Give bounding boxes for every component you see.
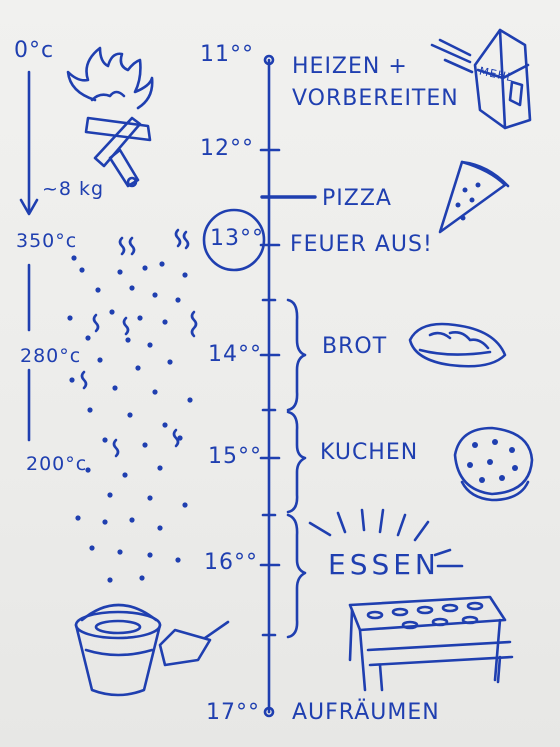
time-11: 11°° bbox=[200, 42, 254, 67]
time-17: 17°° bbox=[206, 700, 260, 725]
time-15: 15°° bbox=[208, 444, 262, 469]
event-fire-out: FEUER AUS! bbox=[290, 232, 433, 257]
event-pizza: PIZZA bbox=[322, 186, 392, 211]
start-temp: 0°c bbox=[14, 38, 55, 63]
time-13: 13°° bbox=[210, 226, 264, 251]
time-12: 12°° bbox=[200, 136, 254, 161]
burst-lines bbox=[308, 508, 464, 568]
fire-icon bbox=[66, 46, 154, 188]
cake-icon bbox=[453, 426, 534, 502]
time-16: 16°° bbox=[204, 550, 258, 575]
bucket-icon bbox=[74, 603, 162, 697]
ember-dots bbox=[67, 255, 193, 583]
event-heat-line2: VORBEREITEN bbox=[292, 86, 459, 111]
highlight-circle bbox=[202, 208, 266, 272]
pizza-slice-icon bbox=[438, 160, 510, 234]
wood-amount: ~8 kg bbox=[42, 178, 105, 200]
shovel-icon bbox=[158, 620, 230, 667]
heat-squiggles bbox=[80, 228, 198, 458]
bread-icon bbox=[408, 322, 507, 368]
time-14: 14°° bbox=[208, 342, 262, 367]
event-cleanup: AUFRÄUMEN bbox=[292, 700, 440, 725]
timeline-axis bbox=[259, 54, 317, 718]
event-kuchen: KUCHEN bbox=[320, 440, 419, 465]
table-bench-icon bbox=[348, 595, 514, 692]
flour-bag-icon bbox=[430, 28, 532, 130]
event-brot: BROT bbox=[322, 334, 388, 359]
temp-350: 350°c bbox=[16, 230, 78, 252]
brackets bbox=[286, 298, 307, 639]
temp-280: 280°c bbox=[20, 345, 82, 367]
temp-200: 200°c bbox=[26, 453, 88, 475]
heat-arrow bbox=[19, 70, 39, 442]
event-essen: ESSEN bbox=[328, 548, 440, 581]
event-heat-line1: HEIZEN + bbox=[292, 54, 408, 79]
